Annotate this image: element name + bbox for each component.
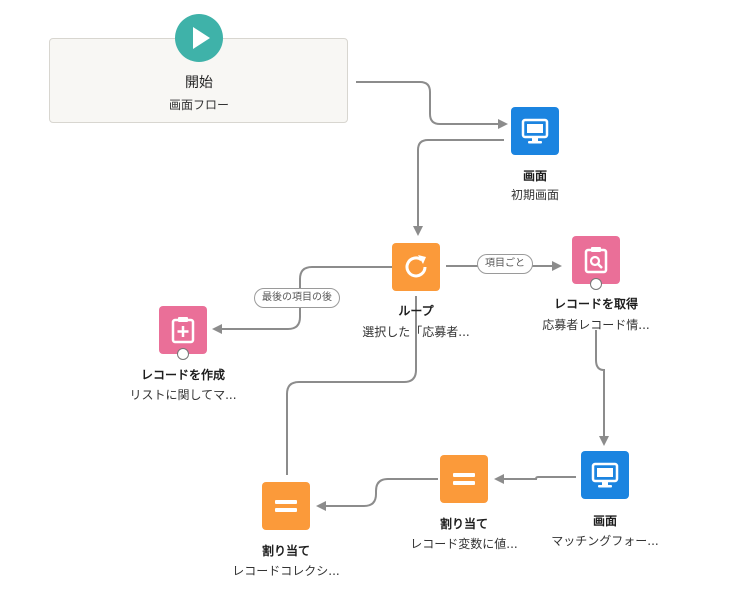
- screen-initial-subtitle: 初期画面: [510, 188, 560, 202]
- connector-get-records-to-screen: [595, 330, 609, 446]
- get-records-subtitle: 応募者レコード情...: [542, 318, 650, 332]
- loop-subtitle: 選択した「応募者...: [362, 325, 470, 339]
- connector-assign-variable-to-collection: [316, 478, 438, 511]
- screen-initial-title: 画面: [522, 169, 548, 183]
- loop-icon: [405, 255, 427, 278]
- screen-initial-node[interactable]: [511, 107, 559, 155]
- screen-matching-node[interactable]: [581, 451, 629, 499]
- screen-matching-subtitle: マッチングフォー...: [551, 534, 659, 548]
- get-records-fault-connector[interactable]: [590, 278, 602, 290]
- create-records-fault-connector[interactable]: [177, 348, 189, 360]
- assign-collection-subtitle: レコードコレクシ...: [232, 564, 340, 578]
- edge-label-for-each-item[interactable]: 項目ごと: [477, 254, 533, 274]
- create-records-node[interactable]: [159, 306, 207, 354]
- screen-icon: [591, 462, 619, 488]
- record-lookup-icon: [584, 247, 608, 274]
- start-subtitle: 画面フロー: [168, 98, 230, 112]
- assign-collection-title: 割り当て: [261, 544, 311, 558]
- start-play-icon[interactable]: [175, 14, 223, 62]
- record-create-icon: [171, 317, 195, 344]
- create-records-subtitle: リストに関してマ...: [129, 388, 237, 402]
- loop-node[interactable]: [392, 243, 440, 291]
- assign-collection-node[interactable]: [262, 482, 310, 530]
- assignment-icon: [275, 500, 297, 512]
- connector-collection-back-to-loop: [286, 296, 417, 475]
- screen-matching-title: 画面: [592, 514, 618, 528]
- assign-variable-node[interactable]: [440, 455, 488, 503]
- get-records-title: レコードを取得: [553, 297, 639, 311]
- connector-screen-to-assign-variable: [494, 474, 576, 484]
- start-title: 開始: [185, 75, 213, 91]
- create-records-title: レコードを作成: [140, 368, 226, 382]
- connector-start-to-screen: [356, 81, 508, 129]
- assignment-icon: [453, 473, 475, 485]
- loop-title: ループ: [398, 304, 434, 318]
- get-records-node[interactable]: [572, 236, 620, 284]
- screen-icon: [521, 118, 549, 144]
- connector-screen-to-loop: [413, 139, 504, 236]
- assign-variable-subtitle: レコード変数に値...: [410, 537, 518, 551]
- assign-variable-title: 割り当て: [439, 517, 489, 531]
- edge-label-after-last-item[interactable]: 最後の項目の後: [254, 288, 340, 308]
